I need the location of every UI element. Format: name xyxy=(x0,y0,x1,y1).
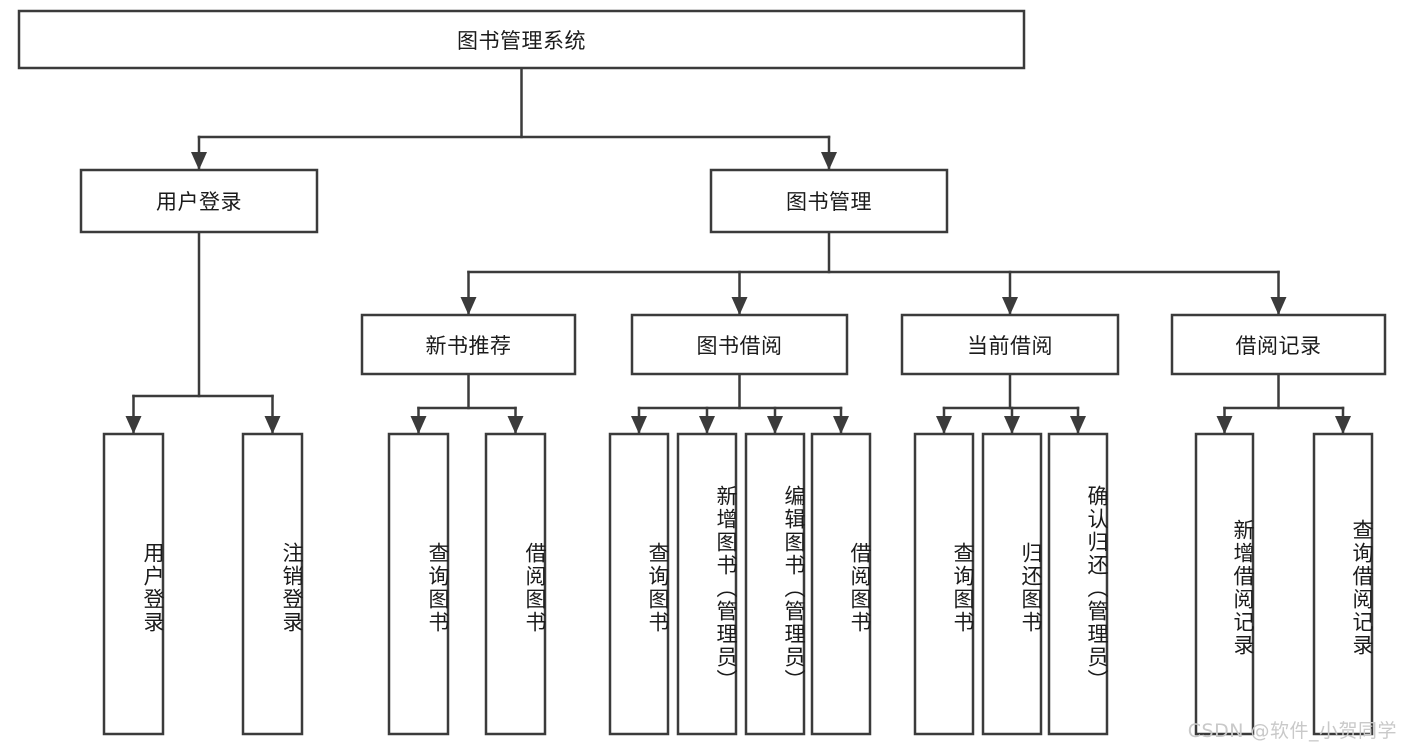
arrow-head-leaf-confirm-return-admin xyxy=(1070,416,1086,434)
node-box-leaf-user-login xyxy=(102,432,165,736)
node-box-leaf-edit-book-admin xyxy=(744,432,806,736)
node-box-leaf-query-book-recommend xyxy=(387,432,450,736)
arrow-head-leaf-query-borrow-record xyxy=(1335,416,1351,434)
arrow-head-leaf-return-book xyxy=(1004,416,1020,434)
arrow-head-leaf-logout xyxy=(264,416,281,434)
node-box-leaf-borrow-book-recommend xyxy=(484,432,547,736)
node-box-leaf-query-book-borrow xyxy=(608,432,670,736)
node-box-leaf-confirm-return-admin xyxy=(1047,432,1109,736)
node-box-leaf-logout xyxy=(241,432,304,736)
connector-layer xyxy=(125,66,1351,436)
arrow-head-leaf-query-book-borrow xyxy=(631,416,647,434)
node-box-leaf-query-book-current xyxy=(913,432,975,736)
arrow-head-leaf-edit-book-admin xyxy=(767,416,783,434)
arrow-head-leaf-user-login xyxy=(125,416,142,434)
arrow-head-user-login xyxy=(191,152,207,170)
node-box-borrow-records xyxy=(1170,313,1387,376)
node-box-leaf-return-book xyxy=(981,432,1043,736)
node-box-leaf-add-book-admin xyxy=(676,432,738,736)
node-box-current-borrow xyxy=(900,313,1120,376)
node-box-leaf-add-borrow-record xyxy=(1194,432,1255,736)
node-box-book-management xyxy=(709,168,949,234)
node-box-leaf-query-borrow-record xyxy=(1312,432,1374,736)
arrow-head-leaf-borrow-book-recommend xyxy=(507,416,524,434)
arrow-head-borrow-records xyxy=(1270,297,1287,315)
arrow-head-leaf-add-borrow-record xyxy=(1216,416,1233,434)
node-box-leaf-borrow-book xyxy=(810,432,872,736)
arrow-head-book-borrow xyxy=(731,297,748,315)
node-box-new-book-recommend xyxy=(360,313,577,376)
arrow-head-leaf-query-book-current xyxy=(936,416,952,434)
arrow-head-leaf-query-book-recommend xyxy=(410,416,427,434)
arrow-head-leaf-add-book-admin xyxy=(699,416,715,434)
arrow-head-new-book-recommend xyxy=(460,297,477,315)
node-box-book-borrow xyxy=(630,313,849,376)
node-box-layer xyxy=(17,9,1387,736)
node-box-root xyxy=(17,9,1026,70)
arrow-head-leaf-borrow-book xyxy=(833,416,849,434)
arrow-head-current-borrow xyxy=(1002,297,1018,315)
node-box-user-login xyxy=(79,168,319,234)
arrow-head-book-management xyxy=(821,152,837,170)
